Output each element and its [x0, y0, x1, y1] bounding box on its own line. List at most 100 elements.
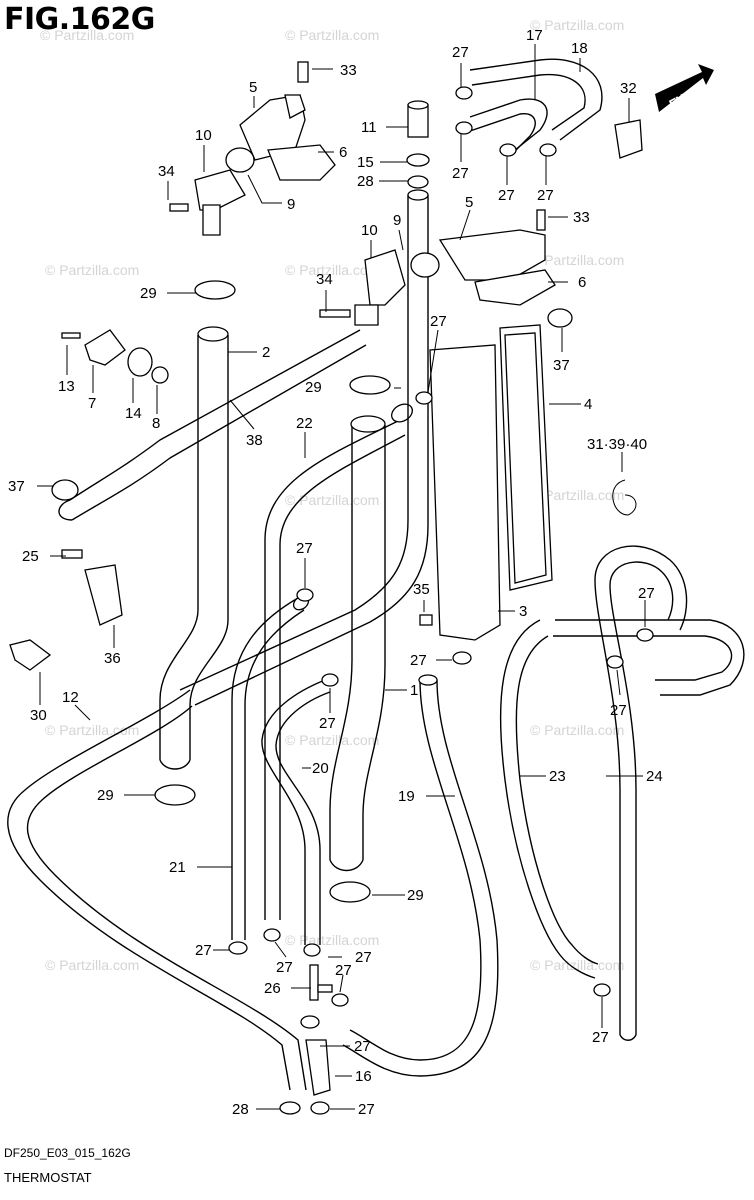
watermark: © Partzilla.com — [285, 27, 379, 43]
watermark: © Partzilla.com — [530, 722, 624, 738]
callout-30: 30 — [30, 707, 47, 724]
callout-29: 29 — [97, 787, 114, 804]
callout-35: 35 — [413, 581, 430, 598]
figure-title: FIG.162G — [4, 2, 155, 37]
callout-27: 27 — [610, 702, 627, 719]
watermark: © Partzilla.com — [530, 17, 624, 33]
callout-27: 27 — [335, 962, 352, 979]
callout-12: 12 — [62, 689, 79, 706]
bolt-33-lower — [536, 209, 546, 231]
cover-3 — [429, 344, 501, 641]
bolt-34-upper — [169, 203, 189, 212]
clip-32 — [614, 119, 643, 159]
watermark-layer: © Partzilla.com © Partzilla.com © Partzi… — [40, 17, 624, 973]
watermark: © Partzilla.com — [530, 252, 624, 268]
hose-18 — [469, 58, 603, 141]
callout-22: 22 — [296, 415, 313, 432]
forward-arrow-icon: FWD — [655, 64, 714, 113]
callout-29: 29 — [407, 887, 424, 904]
callout-31-39-40: 31·39·40 — [587, 436, 647, 453]
callout-28: 28 — [232, 1101, 249, 1118]
thermostat-lower — [410, 252, 440, 278]
thermostat-cover-upper — [239, 94, 306, 161]
callout-33: 33 — [340, 62, 357, 79]
callout-27: 27 — [319, 715, 336, 732]
callout-34: 34 — [316, 271, 333, 288]
callout-27: 27 — [638, 585, 655, 602]
hose-16 — [305, 1039, 331, 1096]
gasket-upper — [267, 144, 336, 181]
hose-24-lower-bend — [553, 619, 745, 696]
watermark: © Partzilla.com — [45, 957, 139, 973]
callout-17: 17 — [526, 27, 543, 44]
callout-27: 27 — [195, 942, 212, 959]
hose-12 — [7, 689, 307, 1091]
callout-11: 11 — [361, 119, 377, 136]
callout-6: 6 — [578, 274, 586, 291]
thermostat-cover-lower — [438, 229, 546, 281]
bolt-33-upper — [297, 61, 309, 83]
callout-38: 38 — [246, 432, 263, 449]
clip-30 — [9, 639, 52, 671]
clamp-37-right — [547, 308, 573, 328]
callout-27: 27 — [537, 187, 554, 204]
callout-20: 20 — [312, 760, 329, 777]
watermark: © Partzilla.com — [40, 27, 134, 43]
watermark: © Partzilla.com — [530, 487, 624, 503]
hose-19 — [342, 674, 499, 1077]
leader-lines — [37, 44, 646, 1110]
clamp-29-lower — [329, 881, 371, 903]
callout-28: 28 — [357, 173, 374, 190]
callout-27: 27 — [592, 1029, 609, 1046]
hose-21 — [231, 595, 310, 940]
hose-24 — [594, 545, 688, 1041]
fitting-11 — [407, 100, 429, 138]
bolt-34-lower — [319, 309, 351, 318]
callout-5: 5 — [465, 194, 473, 211]
callout-26: 26 — [264, 980, 281, 997]
callout-4: 4 — [584, 396, 592, 413]
callout-27: 27 — [296, 540, 313, 557]
hose-22 — [264, 403, 413, 920]
figure-name: THERMOSTAT — [4, 1170, 92, 1185]
callout-3: 3 — [519, 603, 527, 620]
callout-37: 37 — [553, 357, 570, 374]
washer-15 — [406, 153, 430, 167]
watermark: © Partzilla.com — [285, 932, 379, 948]
callout-14: 14 — [125, 405, 142, 422]
callout-1: 1 — [410, 682, 418, 699]
joint-26 — [309, 964, 333, 1001]
callout-7: 7 — [88, 395, 96, 412]
bracket-36 — [61, 549, 123, 626]
callout-27: 27 — [430, 313, 447, 330]
callout-labels: 33 5 10 6 34 9 29 2 13 7 14 8 38 37 25 3… — [8, 27, 663, 1118]
callout-29: 29 — [305, 379, 322, 396]
callout-27: 27 — [410, 652, 427, 669]
callout-18: 18 — [571, 40, 588, 57]
watermark: © Partzilla.com — [285, 262, 379, 278]
watermark: © Partzilla.com — [530, 957, 624, 973]
thermostat-housing-upper — [194, 169, 246, 236]
thermostat-housing-lower — [354, 249, 406, 326]
clamp-28-bottom — [279, 1101, 301, 1115]
callout-27: 27 — [354, 1038, 371, 1055]
callout-27: 27 — [355, 949, 372, 966]
clamp-28-top — [407, 175, 429, 189]
clamp-29-left-lower — [154, 784, 196, 806]
callout-9: 9 — [393, 212, 401, 229]
clip-31 — [612, 479, 637, 516]
callout-6: 6 — [339, 144, 347, 161]
callout-27: 27 — [452, 165, 469, 182]
watermark: © Partzilla.com — [285, 732, 379, 748]
callout-13: 13 — [58, 378, 75, 395]
callout-25: 25 — [22, 548, 39, 565]
hose-38 — [58, 329, 367, 521]
callout-27: 27 — [276, 959, 293, 976]
watermark: © Partzilla.com — [45, 262, 139, 278]
callout-15: 15 — [357, 154, 374, 171]
thermostat-upper — [225, 147, 255, 173]
callout-32: 32 — [620, 80, 637, 97]
clamp-27 — [228, 86, 654, 1115]
hose-23 — [499, 619, 599, 979]
figure-code: DF250_E03_015_162G — [4, 1146, 131, 1160]
